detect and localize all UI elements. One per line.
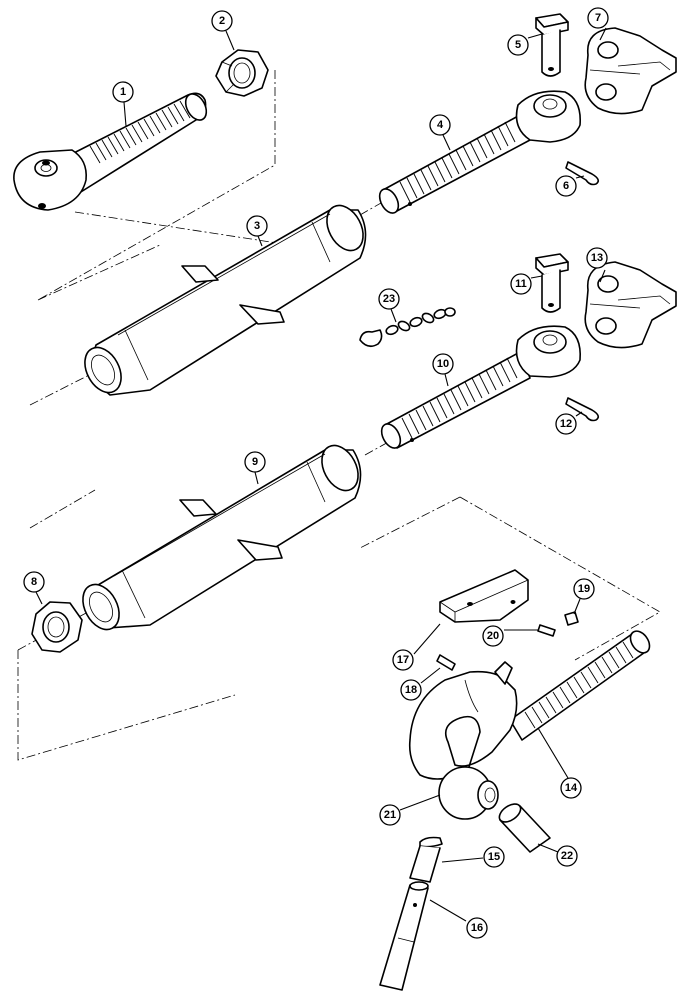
callout-15: 15 (483, 846, 505, 868)
callout-12: 12 (555, 413, 577, 435)
callout-19-text: 19 (578, 583, 590, 595)
callout-16: 16 (466, 917, 488, 939)
callout-17-text: 17 (397, 654, 409, 666)
callout-19: 19 (573, 578, 595, 600)
callout-10: 10 (432, 353, 454, 375)
callout-11-text: 11 (515, 278, 527, 290)
callout-16-text: 16 (471, 922, 483, 934)
part-22-sleeve (498, 803, 551, 853)
callout-22: 22 (556, 845, 578, 867)
part-6-cotter-pin (565, 161, 600, 186)
callout-1-text: 1 (120, 86, 126, 98)
callout-13: 13 (586, 247, 608, 269)
part-13-clevis (584, 261, 677, 349)
callout-7-text: 7 (595, 12, 601, 24)
part-14-hook (408, 630, 651, 780)
callout-6: 6 (555, 175, 577, 197)
callout-14: 14 (560, 777, 582, 799)
callout-7: 7 (587, 7, 609, 29)
callout-23: 23 (378, 288, 400, 310)
callout-13-text: 13 (591, 252, 603, 264)
callout-17: 17 (392, 649, 414, 671)
callout-14-text: 14 (565, 782, 578, 794)
callout-18: 18 (400, 679, 422, 701)
callout-5-text: 5 (515, 39, 521, 51)
callout-9-text: 9 (252, 456, 258, 468)
callout-5: 5 (507, 34, 529, 56)
callout-4: 4 (429, 114, 451, 136)
part-2-hex-nut (215, 49, 269, 97)
part-11-pin (535, 253, 569, 313)
callout-12-text: 12 (560, 418, 572, 430)
part-15-spring (409, 836, 443, 883)
part-8-hex-nut (31, 601, 83, 653)
part-12-cotter-pin (565, 397, 600, 422)
callout-21-text: 21 (384, 809, 396, 821)
part-9-adjusting-tube (82, 444, 362, 631)
callout-10-text: 10 (437, 358, 449, 370)
part-19-roll-pin (564, 611, 579, 626)
part-7-clevis (584, 27, 677, 115)
part-1-ball-end-rod (13, 92, 208, 211)
callout-11: 11 (510, 273, 532, 295)
callout-22-text: 22 (561, 850, 573, 862)
part-10-eye-end-rod (380, 325, 582, 449)
part-17-latch (439, 569, 529, 623)
callout-18-text: 18 (405, 684, 417, 696)
part-18-roll-pin (436, 654, 456, 671)
part-20-roll-pin (537, 624, 556, 637)
callout-4-text: 4 (437, 119, 444, 131)
part-23-chain (359, 307, 456, 348)
callout-3-text: 3 (254, 220, 260, 232)
part-5-pin (535, 13, 569, 77)
callout-23-text: 23 (383, 293, 395, 305)
callout-6-text: 6 (563, 180, 569, 192)
callout-1: 1 (112, 81, 134, 103)
callout-2-text: 2 (219, 15, 225, 27)
callout-20: 20 (482, 625, 504, 647)
part-16-plunger (379, 881, 429, 991)
callout-8-text: 8 (31, 576, 37, 588)
part-4-eye-end-rod (378, 90, 582, 214)
part-21-ball (438, 766, 499, 820)
callout-21: 21 (379, 804, 401, 826)
callout-15-text: 15 (488, 851, 500, 863)
callout-8: 8 (23, 571, 45, 593)
callout-20-text: 20 (487, 630, 499, 642)
leader-lines (35, 27, 607, 922)
callout-2: 2 (211, 10, 233, 32)
callout-9: 9 (244, 451, 266, 473)
part-3-adjusting-tube (84, 204, 367, 396)
callout-3: 3 (246, 215, 268, 237)
